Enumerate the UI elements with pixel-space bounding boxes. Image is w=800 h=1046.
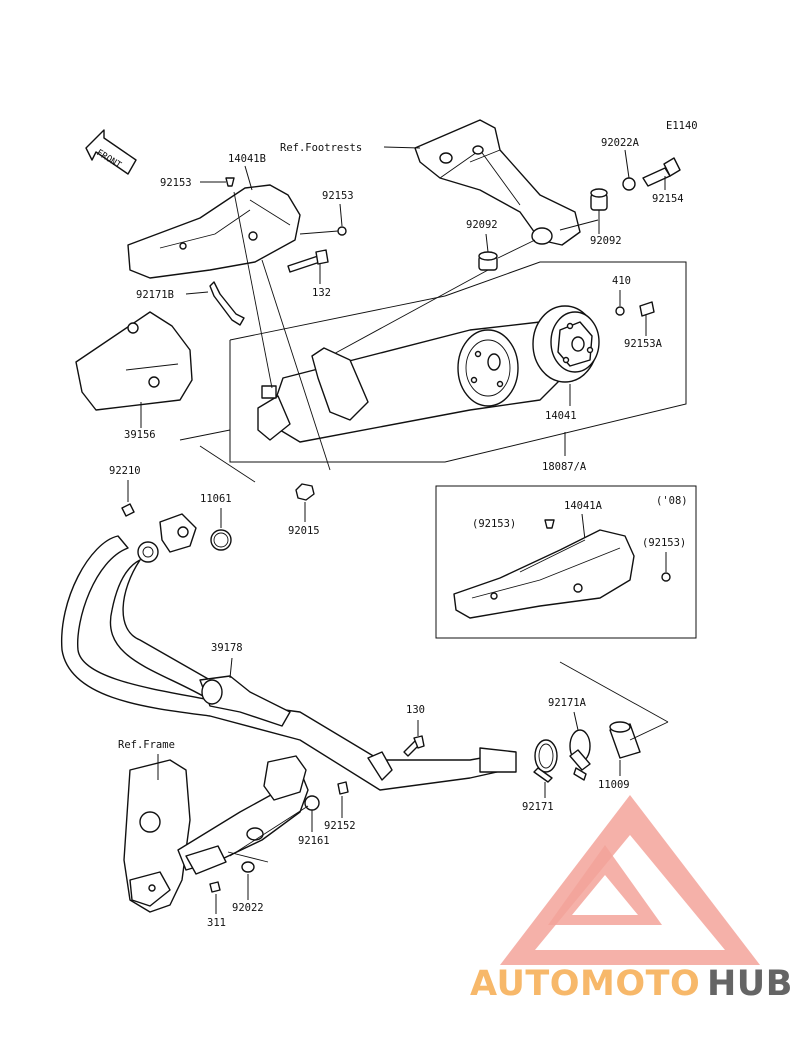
label-92161: 92161 <box>298 835 330 847</box>
collar-92092-upper <box>590 188 608 211</box>
watermark-brand-part2: HUB <box>707 964 793 1004</box>
washer-92022A <box>622 177 636 191</box>
exhaust-flange <box>137 513 197 563</box>
label-ref-footrests: Ref.Footrests <box>280 142 362 154</box>
label-92153-inset-right: (92153) <box>642 537 686 549</box>
clamp-92171B <box>209 281 245 326</box>
label-92092-upper: 92092 <box>590 235 622 247</box>
exhaust-pipe-39178 <box>60 535 517 791</box>
footrest-bracket <box>414 119 581 246</box>
label-39156: 39156 <box>124 429 156 441</box>
watermark-brand-part1: AUTOMOTO <box>470 964 700 1004</box>
automotohub-watermark-logo: AUTOMOTO HUB <box>470 795 793 1004</box>
damper-92161 <box>304 795 320 811</box>
label-92210: 92210 <box>109 465 141 477</box>
muffler-assy-bracket-box <box>229 261 687 463</box>
bolt-92153A <box>639 301 655 317</box>
heat-shield-39156 <box>75 311 193 411</box>
label-92015: 92015 <box>288 525 320 537</box>
label-92154: 92154 <box>652 193 684 205</box>
label-92171A: 92171A <box>548 697 587 709</box>
nut-92015 <box>295 483 315 501</box>
end-cap-inner <box>457 329 519 407</box>
label-11061: 11061 <box>200 493 232 505</box>
label-410: 410 <box>612 275 631 287</box>
label-92092-mid: 92092 <box>466 219 498 231</box>
label-92153-top-right: 92153 <box>322 190 354 202</box>
nut-311 <box>209 881 221 893</box>
bolt-132 <box>287 255 321 273</box>
clamp-92171A <box>569 729 591 781</box>
label-132: 132 <box>312 287 331 299</box>
label-92171: 92171 <box>522 801 554 813</box>
washer-92022 <box>241 861 255 873</box>
label-14041: 14041 <box>545 410 577 422</box>
screw-92153-top-left <box>225 177 235 187</box>
label-92153-inset-left: (92153) <box>472 518 516 530</box>
label-92022: 92022 <box>232 902 264 914</box>
diagram-code: E1140 <box>666 120 698 132</box>
clamp-92171 <box>533 739 558 783</box>
label-ref-frame: Ref.Frame <box>118 739 175 751</box>
label-18087A: 18087/A <box>542 461 587 473</box>
nut-92153-top-right <box>337 226 347 236</box>
collar-92092-mid <box>478 251 498 271</box>
washer-410 <box>615 306 625 316</box>
label-92153A: 92153A <box>624 338 663 350</box>
label-14041B: 14041B <box>228 153 266 165</box>
label-92022A: 92022A <box>601 137 640 149</box>
label-39178: 39178 <box>211 642 243 654</box>
front-arrow-icon: FRONT <box>85 129 137 175</box>
gasket-11009 <box>609 721 641 759</box>
bolt-92154 <box>642 157 681 187</box>
nut-92210 <box>121 503 135 517</box>
end-cap-14041 <box>532 305 600 383</box>
label-year-08: ('08) <box>656 495 688 507</box>
label-92171B: 92171B <box>136 289 174 301</box>
label-130: 130 <box>406 704 425 716</box>
label-311: 311 <box>207 917 226 929</box>
label-92153-top-left: 92153 <box>160 177 192 189</box>
frame-bracket <box>123 755 309 913</box>
label-11009: 11009 <box>598 779 630 791</box>
heat-guard-14041B <box>127 184 301 279</box>
label-92152: 92152 <box>324 820 356 832</box>
inset-box-08 <box>435 485 697 639</box>
label-14041A: 14041A <box>564 500 603 512</box>
collar-92152 <box>337 781 349 795</box>
heat-guard-14041A <box>453 529 635 619</box>
